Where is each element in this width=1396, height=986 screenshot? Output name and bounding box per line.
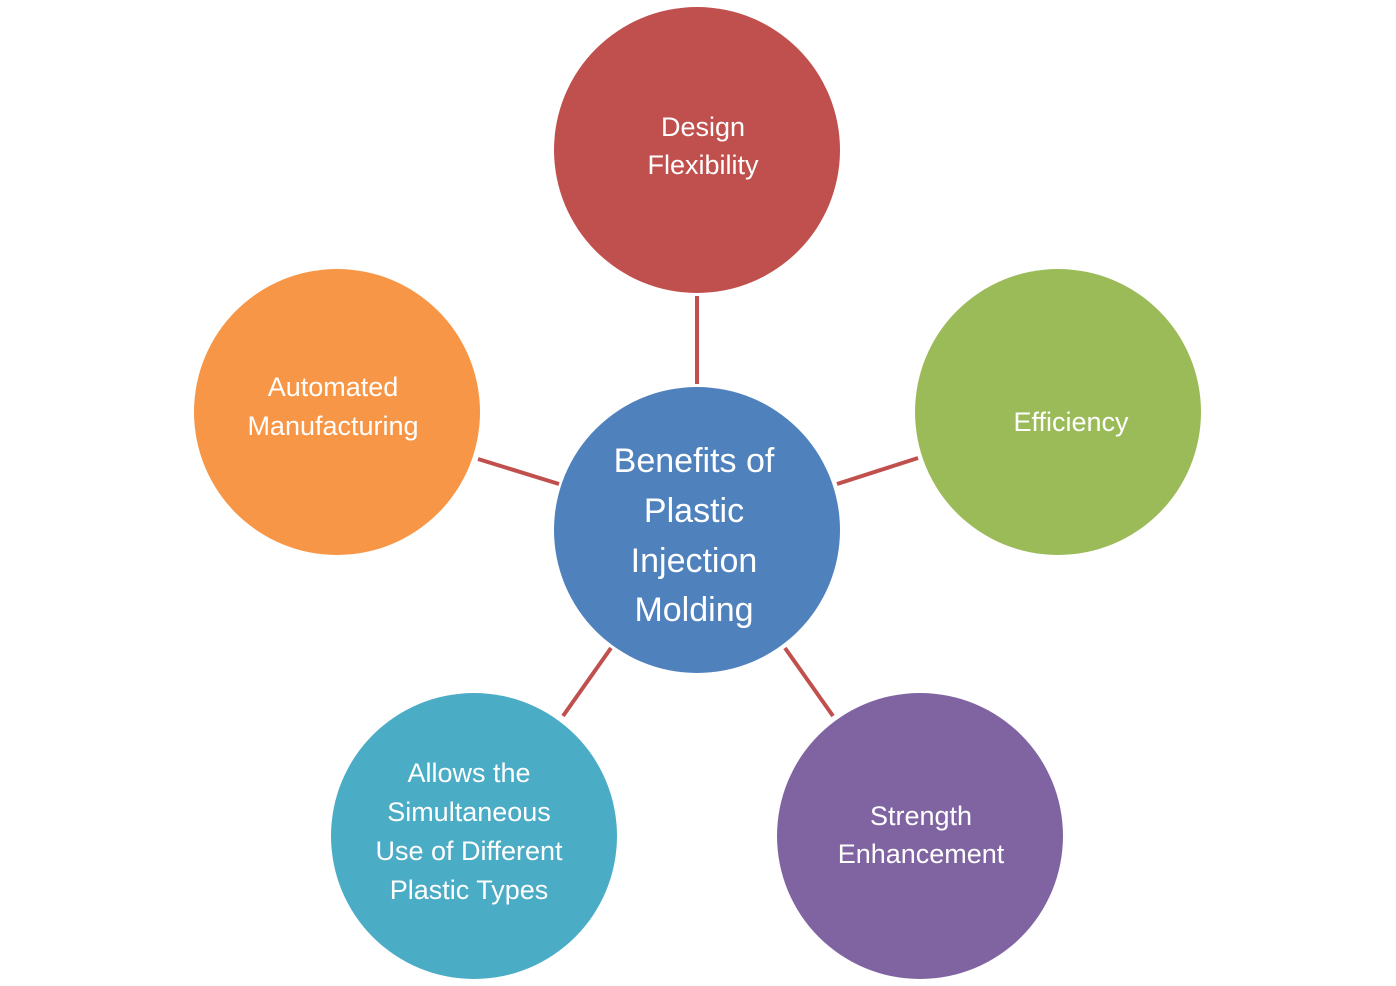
node-strength-enhancement-circle (777, 693, 1063, 979)
center-node-line-3: Injection (631, 542, 758, 580)
node-simultaneous-plastic-types-line-3: Use of Different (375, 836, 563, 866)
node-automated-manufacturing-circle (194, 269, 480, 555)
node-simultaneous-plastic-types-line-2: Simultaneous (387, 797, 551, 827)
connector-bottom-right (783, 646, 835, 718)
node-strength-enhancement: Strength Enhancement (777, 693, 1063, 979)
center-node-line-2: Plastic (644, 492, 744, 530)
node-efficiency-line-1: Efficiency (1013, 407, 1129, 437)
center-node: Benefits of Plastic Injection Molding (554, 387, 840, 673)
node-automated-manufacturing: Automated Manufacturing (194, 269, 480, 555)
connector-left (477, 457, 560, 486)
node-efficiency-circle (915, 269, 1201, 555)
node-automated-manufacturing-line-2: Manufacturing (247, 411, 418, 441)
node-simultaneous-plastic-types-line-4: Plastic Types (390, 875, 549, 905)
node-design-flexibility-line-2: Flexibility (647, 150, 759, 180)
node-strength-enhancement-line-1: Strength (870, 801, 972, 831)
node-simultaneous-plastic-types-circle (331, 693, 617, 979)
node-efficiency: Efficiency (915, 269, 1201, 555)
node-design-flexibility: Design Flexibility (554, 7, 840, 293)
center-node-line-4: Molding (634, 591, 753, 629)
node-strength-enhancement-line-2: Enhancement (838, 839, 1005, 869)
center-node-line-1: Benefits of (614, 442, 775, 480)
node-design-flexibility-line-1: Design (661, 112, 745, 142)
connector-right (836, 456, 919, 486)
node-automated-manufacturing-line-1: Automated (268, 372, 399, 402)
connector-bottom-left (561, 646, 613, 718)
node-simultaneous-plastic-types-line-1: Allows the (407, 758, 530, 788)
node-design-flexibility-circle (554, 7, 840, 293)
node-simultaneous-plastic-types: Allows the Simultaneous Use of Different… (331, 693, 617, 979)
center-node-circle (554, 387, 840, 673)
